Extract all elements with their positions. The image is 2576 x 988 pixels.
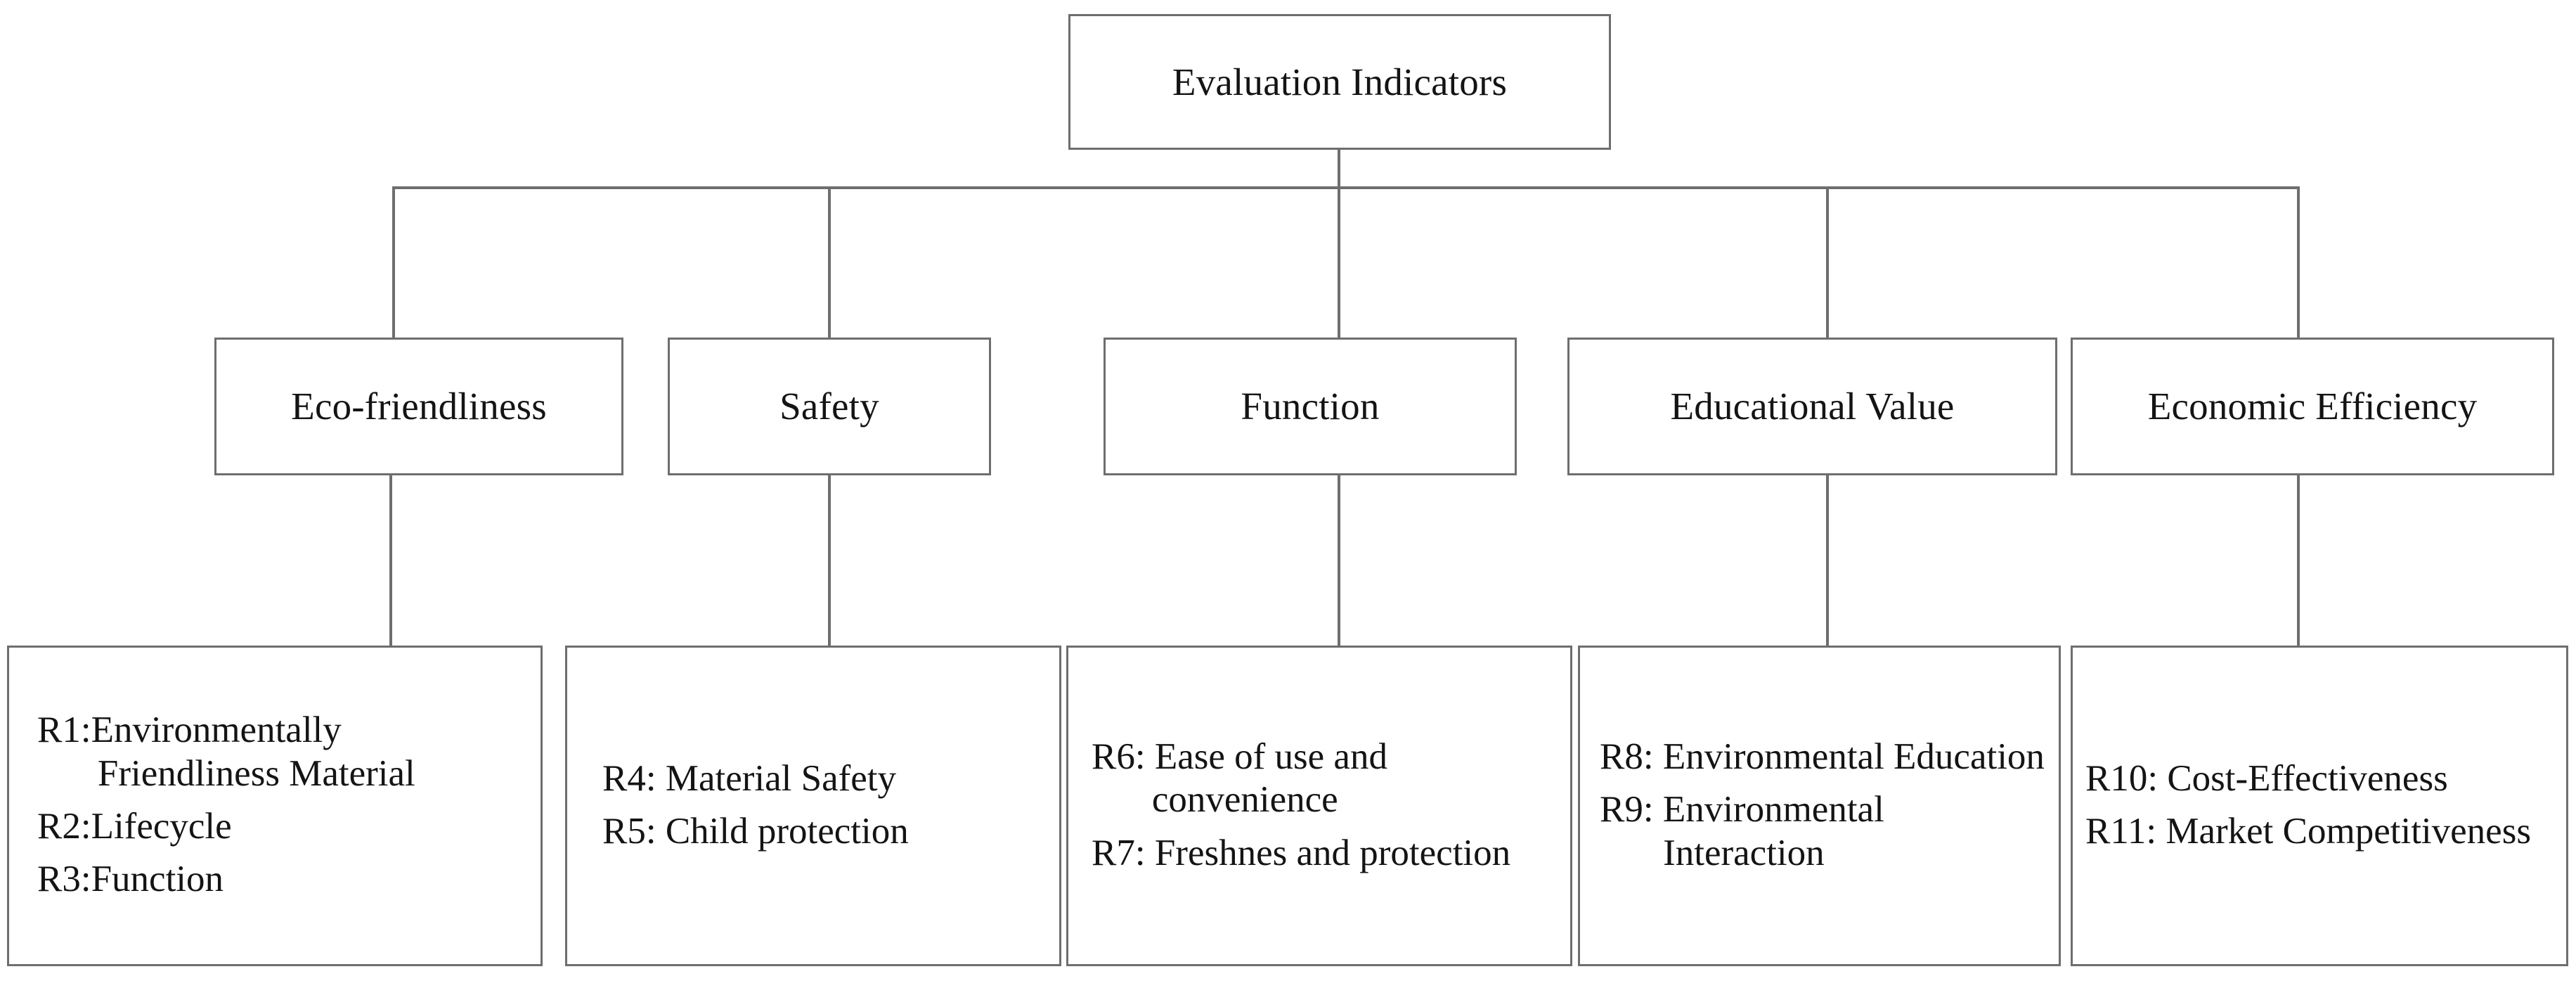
- indicator-item-r3: R3:Function: [37, 859, 224, 900]
- node-indicators-safety: R4: Material Safety R5: Child protection: [565, 646, 1061, 966]
- connector-drop-function: [1338, 186, 1340, 339]
- node-criterion-economic-efficiency: Economic Efficiency: [2071, 338, 2554, 475]
- indicator-item-r7: R7: Freshnes and protection: [1092, 832, 1511, 873]
- indicator-item-r11: R11: Market Competitiveness: [2085, 811, 2531, 852]
- indicator-item-r1: R1:Environmentally Friendliness Material: [37, 710, 415, 794]
- indicator-item-r6: R6: Ease of use and convenience: [1092, 736, 1397, 821]
- connector-drop-eco-friendliness: [392, 186, 395, 339]
- node-criterion-label: Safety: [779, 385, 879, 428]
- node-criterion-label: Eco-friendliness: [291, 385, 547, 428]
- node-indicators-function: R6: Ease of use and convenience R7: Fres…: [1066, 646, 1572, 966]
- connector-horizontal-bus: [392, 186, 2300, 189]
- node-criterion-educational-value: Educational Value: [1567, 338, 2057, 475]
- indicator-list: R1:Environmentally Friendliness Material…: [9, 709, 541, 903]
- node-indicators-economic-efficiency: R10: Cost-Effectiveness R11: Market Comp…: [2071, 646, 2568, 966]
- node-root-evaluation-indicators: Evaluation Indicators: [1068, 14, 1611, 150]
- indicator-list: R10: Cost-Effectiveness R11: Market Comp…: [2073, 757, 2566, 855]
- node-criterion-label: Educational Value: [1670, 385, 1955, 428]
- connector-educational-value-to-indicators: [1826, 473, 1829, 647]
- indicator-list: R4: Material Safety R5: Child protection: [567, 757, 1059, 855]
- node-root-label: Evaluation Indicators: [1172, 60, 1508, 103]
- connector-economic-efficiency-to-indicators: [2297, 473, 2300, 647]
- connector-root-stem: [1338, 148, 1340, 191]
- node-indicators-eco-friendliness: R1:Environmentally Friendliness Material…: [7, 646, 543, 966]
- connector-drop-educational-value: [1826, 186, 1829, 339]
- connector-function-to-indicators: [1338, 473, 1340, 647]
- connector-drop-economic-efficiency: [2297, 186, 2300, 339]
- node-criterion-function: Function: [1103, 338, 1517, 475]
- indicator-item-r8: R8: Environmental Education: [1600, 736, 2045, 777]
- connector-drop-safety: [828, 186, 831, 339]
- node-criterion-safety: Safety: [668, 338, 991, 475]
- indicator-list: R6: Ease of use and convenience R7: Fres…: [1068, 736, 1570, 876]
- indicator-item-r5: R5: Child protection: [602, 811, 909, 852]
- indicator-item-r2: R2:Lifecycle: [37, 806, 232, 847]
- connector-eco-friendliness-to-indicators: [389, 473, 392, 647]
- indicator-item-r4: R4: Material Safety: [602, 757, 896, 799]
- node-criterion-label: Economic Efficiency: [2147, 385, 2478, 428]
- indicator-list: R8: Environmental Education R9: Environm…: [1580, 736, 2059, 876]
- connector-safety-to-indicators: [828, 473, 831, 647]
- node-criterion-label: Function: [1241, 385, 1380, 428]
- node-indicators-educational-value: R8: Environmental Education R9: Environm…: [1578, 646, 2061, 966]
- indicator-item-r9: R9: Environmental Interaction: [1600, 789, 1894, 873]
- indicator-item-r10: R10: Cost-Effectiveness: [2085, 757, 2448, 799]
- node-criterion-eco-friendliness: Eco-friendliness: [214, 338, 623, 475]
